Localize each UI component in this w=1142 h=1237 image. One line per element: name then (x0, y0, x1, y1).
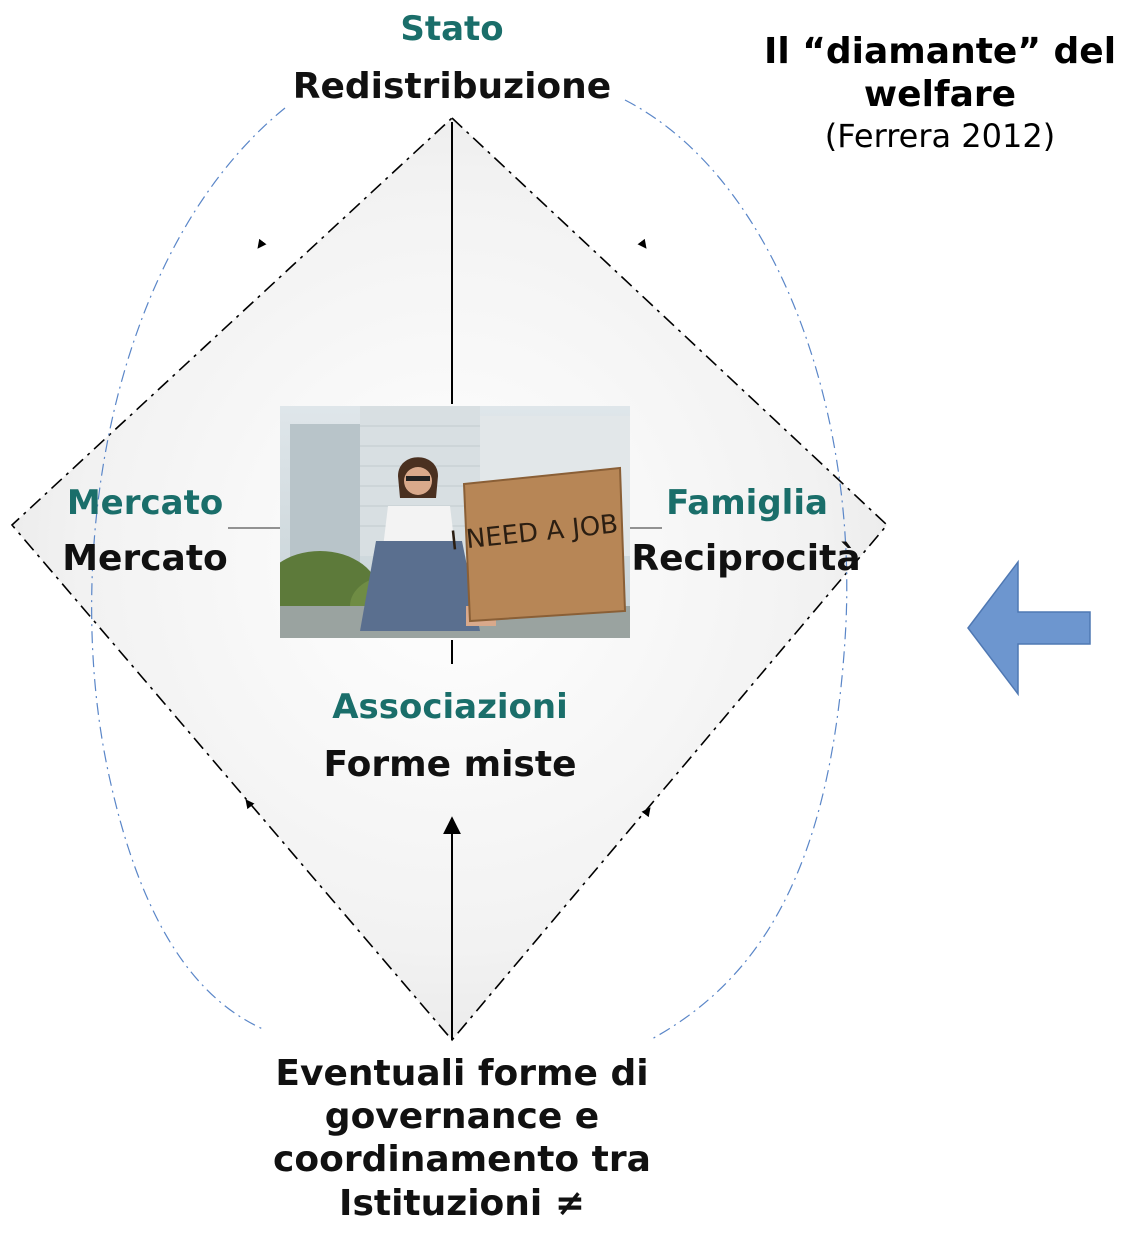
principle-reciprocita: Reciprocità (631, 538, 861, 579)
arrow-top-left (257, 238, 267, 249)
outer-left-arc (91, 107, 286, 1031)
sector-stato: Stato (400, 9, 504, 49)
left-block-arrow-icon (967, 559, 1091, 697)
diagram-title: Il “diamante” del welfare (Ferrera 2012) (720, 30, 1142, 156)
title-citation: (Ferrera 2012) (824, 117, 1056, 156)
principle-forme-miste: Forme miste (323, 744, 577, 785)
sector-associazioni: Associazioni (332, 687, 568, 727)
title-main: Il “diamante” del welfare (763, 31, 1117, 116)
governance-note: Eventuali forme di governance e coordina… (273, 1053, 651, 1224)
cardboard-sign (462, 466, 627, 623)
principle-redistribuzione: Redistribuzione (292, 66, 612, 107)
sector-famiglia: Famiglia (666, 483, 828, 523)
principle-mercato: Mercato (62, 538, 228, 579)
sector-mercato: Mercato (66, 483, 224, 523)
arrow-top-right (637, 238, 647, 249)
photo-jobseeker: I NEED A JOB (260, 406, 630, 641)
